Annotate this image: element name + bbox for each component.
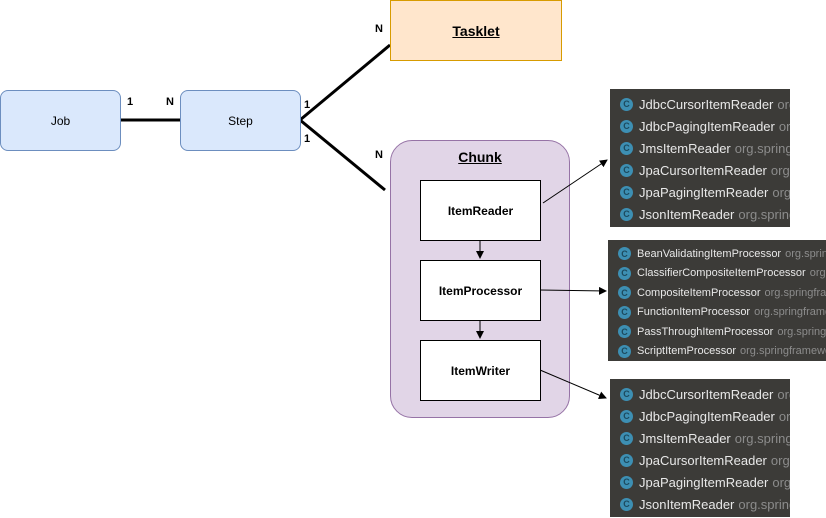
class-package: org.springframework xyxy=(738,496,790,512)
writer-list-arrow xyxy=(539,369,607,399)
class-icon: C xyxy=(618,286,631,300)
class-list-item: C JdbcCursorItemReaderorg.springframework xyxy=(620,93,790,115)
class-name: PassThroughItemProcessor xyxy=(637,325,774,338)
class-icon: C xyxy=(620,387,633,401)
class-list-item: C CompositeItemProcessororg.springframewo… xyxy=(618,283,826,303)
class-list-item: C PassThroughItemProcessororg.springframe… xyxy=(618,322,826,342)
tasklet-label: Tasklet xyxy=(452,22,500,39)
class-name: JpaCursorItemReader xyxy=(639,452,767,468)
class-icon: C xyxy=(620,207,633,221)
class-package: org.springframework xyxy=(778,118,790,134)
class-name: JdbcCursorItemReader xyxy=(639,96,774,112)
step-chunk-1-label: 1 xyxy=(304,133,311,145)
item-processor-node[interactable]: ItemProcessor xyxy=(420,260,541,321)
step-tasklet-1-label: 1 xyxy=(304,99,311,111)
class-list-item: C JdbcCursorItemReaderorg.springframework xyxy=(620,383,790,405)
item-reader-node[interactable]: ItemReader xyxy=(420,180,541,241)
class-icon: C xyxy=(620,97,633,111)
step-node[interactable]: Step xyxy=(180,90,301,151)
class-package: org.springframework xyxy=(777,96,790,112)
class-icon: C xyxy=(620,497,633,511)
job-node[interactable]: Job xyxy=(0,90,121,151)
class-icon: C xyxy=(618,344,631,358)
class-icon: C xyxy=(620,119,633,133)
class-name: JsonItemReader xyxy=(639,206,735,222)
step-chunk-edge xyxy=(299,118,386,192)
class-list-item: C ClassifierCompositeItemProcessororg.spr… xyxy=(618,264,826,284)
class-name: JpaCursorItemReader xyxy=(639,162,767,178)
class-name: JpaPagingItemReader xyxy=(639,474,769,490)
reader-class-list: CJdbcCursorItemReaderorg.springframework… xyxy=(610,89,790,227)
class-list-item: C JdbcPagingItemReaderorg.springframework xyxy=(620,115,790,137)
class-name: JdbcCursorItemReader xyxy=(639,386,774,402)
class-package: org.springframework xyxy=(734,430,790,446)
class-icon: C xyxy=(620,409,633,423)
class-package: org.springframework xyxy=(770,452,790,468)
class-name: JmsItemReader xyxy=(639,430,731,446)
class-icon: C xyxy=(618,247,631,261)
class-package: org.springframework xyxy=(777,386,790,402)
job-step-1-label: 1 xyxy=(127,96,134,108)
class-package: org.springframework xyxy=(754,306,826,319)
class-name: ClassifierCompositeItemProcessor xyxy=(637,267,806,280)
class-name: BeanValidatingItemProcessor xyxy=(637,247,782,260)
tasklet-n-label: N xyxy=(375,23,383,35)
class-icon: C xyxy=(618,266,631,280)
class-name: FunctionItemProcessor xyxy=(637,306,751,319)
class-package: org.springframework xyxy=(772,474,790,490)
class-package: org.springframework xyxy=(809,267,826,280)
reader-list-arrow xyxy=(542,159,608,204)
class-package: org.springframework xyxy=(770,162,790,178)
job-step-n-label: N xyxy=(166,96,174,108)
class-package: org.springframework xyxy=(785,247,826,260)
processor-list-arrow xyxy=(539,286,607,295)
item-writer-node[interactable]: ItemWriter xyxy=(420,340,541,401)
class-package: org.springframework xyxy=(764,286,826,299)
class-icon: C xyxy=(620,141,633,155)
class-name: JdbcPagingItemReader xyxy=(639,118,775,134)
class-name: JdbcPagingItemReader xyxy=(639,408,775,424)
chunk-n-label: N xyxy=(375,149,383,161)
class-package: org.springframework xyxy=(772,184,790,200)
class-package: org.springframework xyxy=(778,408,790,424)
class-icon: C xyxy=(618,325,631,339)
class-name: JmsItemReader xyxy=(639,140,731,156)
writer-class-list: CJdbcCursorItemReaderorg.springframework… xyxy=(610,379,790,517)
class-icon: C xyxy=(620,431,633,445)
class-package: org.springframework xyxy=(777,325,826,338)
class-package: org.springframework xyxy=(738,206,790,222)
class-list-item: C JdbcPagingItemReaderorg.springframework xyxy=(620,405,790,427)
chunk-title: Chunk xyxy=(458,149,502,165)
class-icon: C xyxy=(620,185,633,199)
class-package: org.springframework xyxy=(734,140,790,156)
class-package: org.springframework xyxy=(740,345,826,358)
step-tasklet-edge xyxy=(299,43,391,122)
class-name: ScriptItemProcessor xyxy=(637,345,737,358)
processor-class-list: CBeanValidatingItemProcessororg.springfr… xyxy=(608,240,826,361)
class-icon: C xyxy=(620,453,633,467)
class-icon: C xyxy=(618,305,631,319)
class-list-item: C BeanValidatingItemProcessororg.springfr… xyxy=(618,244,826,264)
class-name: JpaPagingItemReader xyxy=(639,184,769,200)
tasklet-node[interactable]: Tasklet xyxy=(390,0,562,61)
class-name: CompositeItemProcessor xyxy=(637,286,761,299)
class-name: JsonItemReader xyxy=(639,496,735,512)
class-icon: C xyxy=(620,163,633,177)
class-icon: C xyxy=(620,475,633,489)
class-list-item: C FunctionItemProcessororg.springframewor… xyxy=(618,303,826,323)
